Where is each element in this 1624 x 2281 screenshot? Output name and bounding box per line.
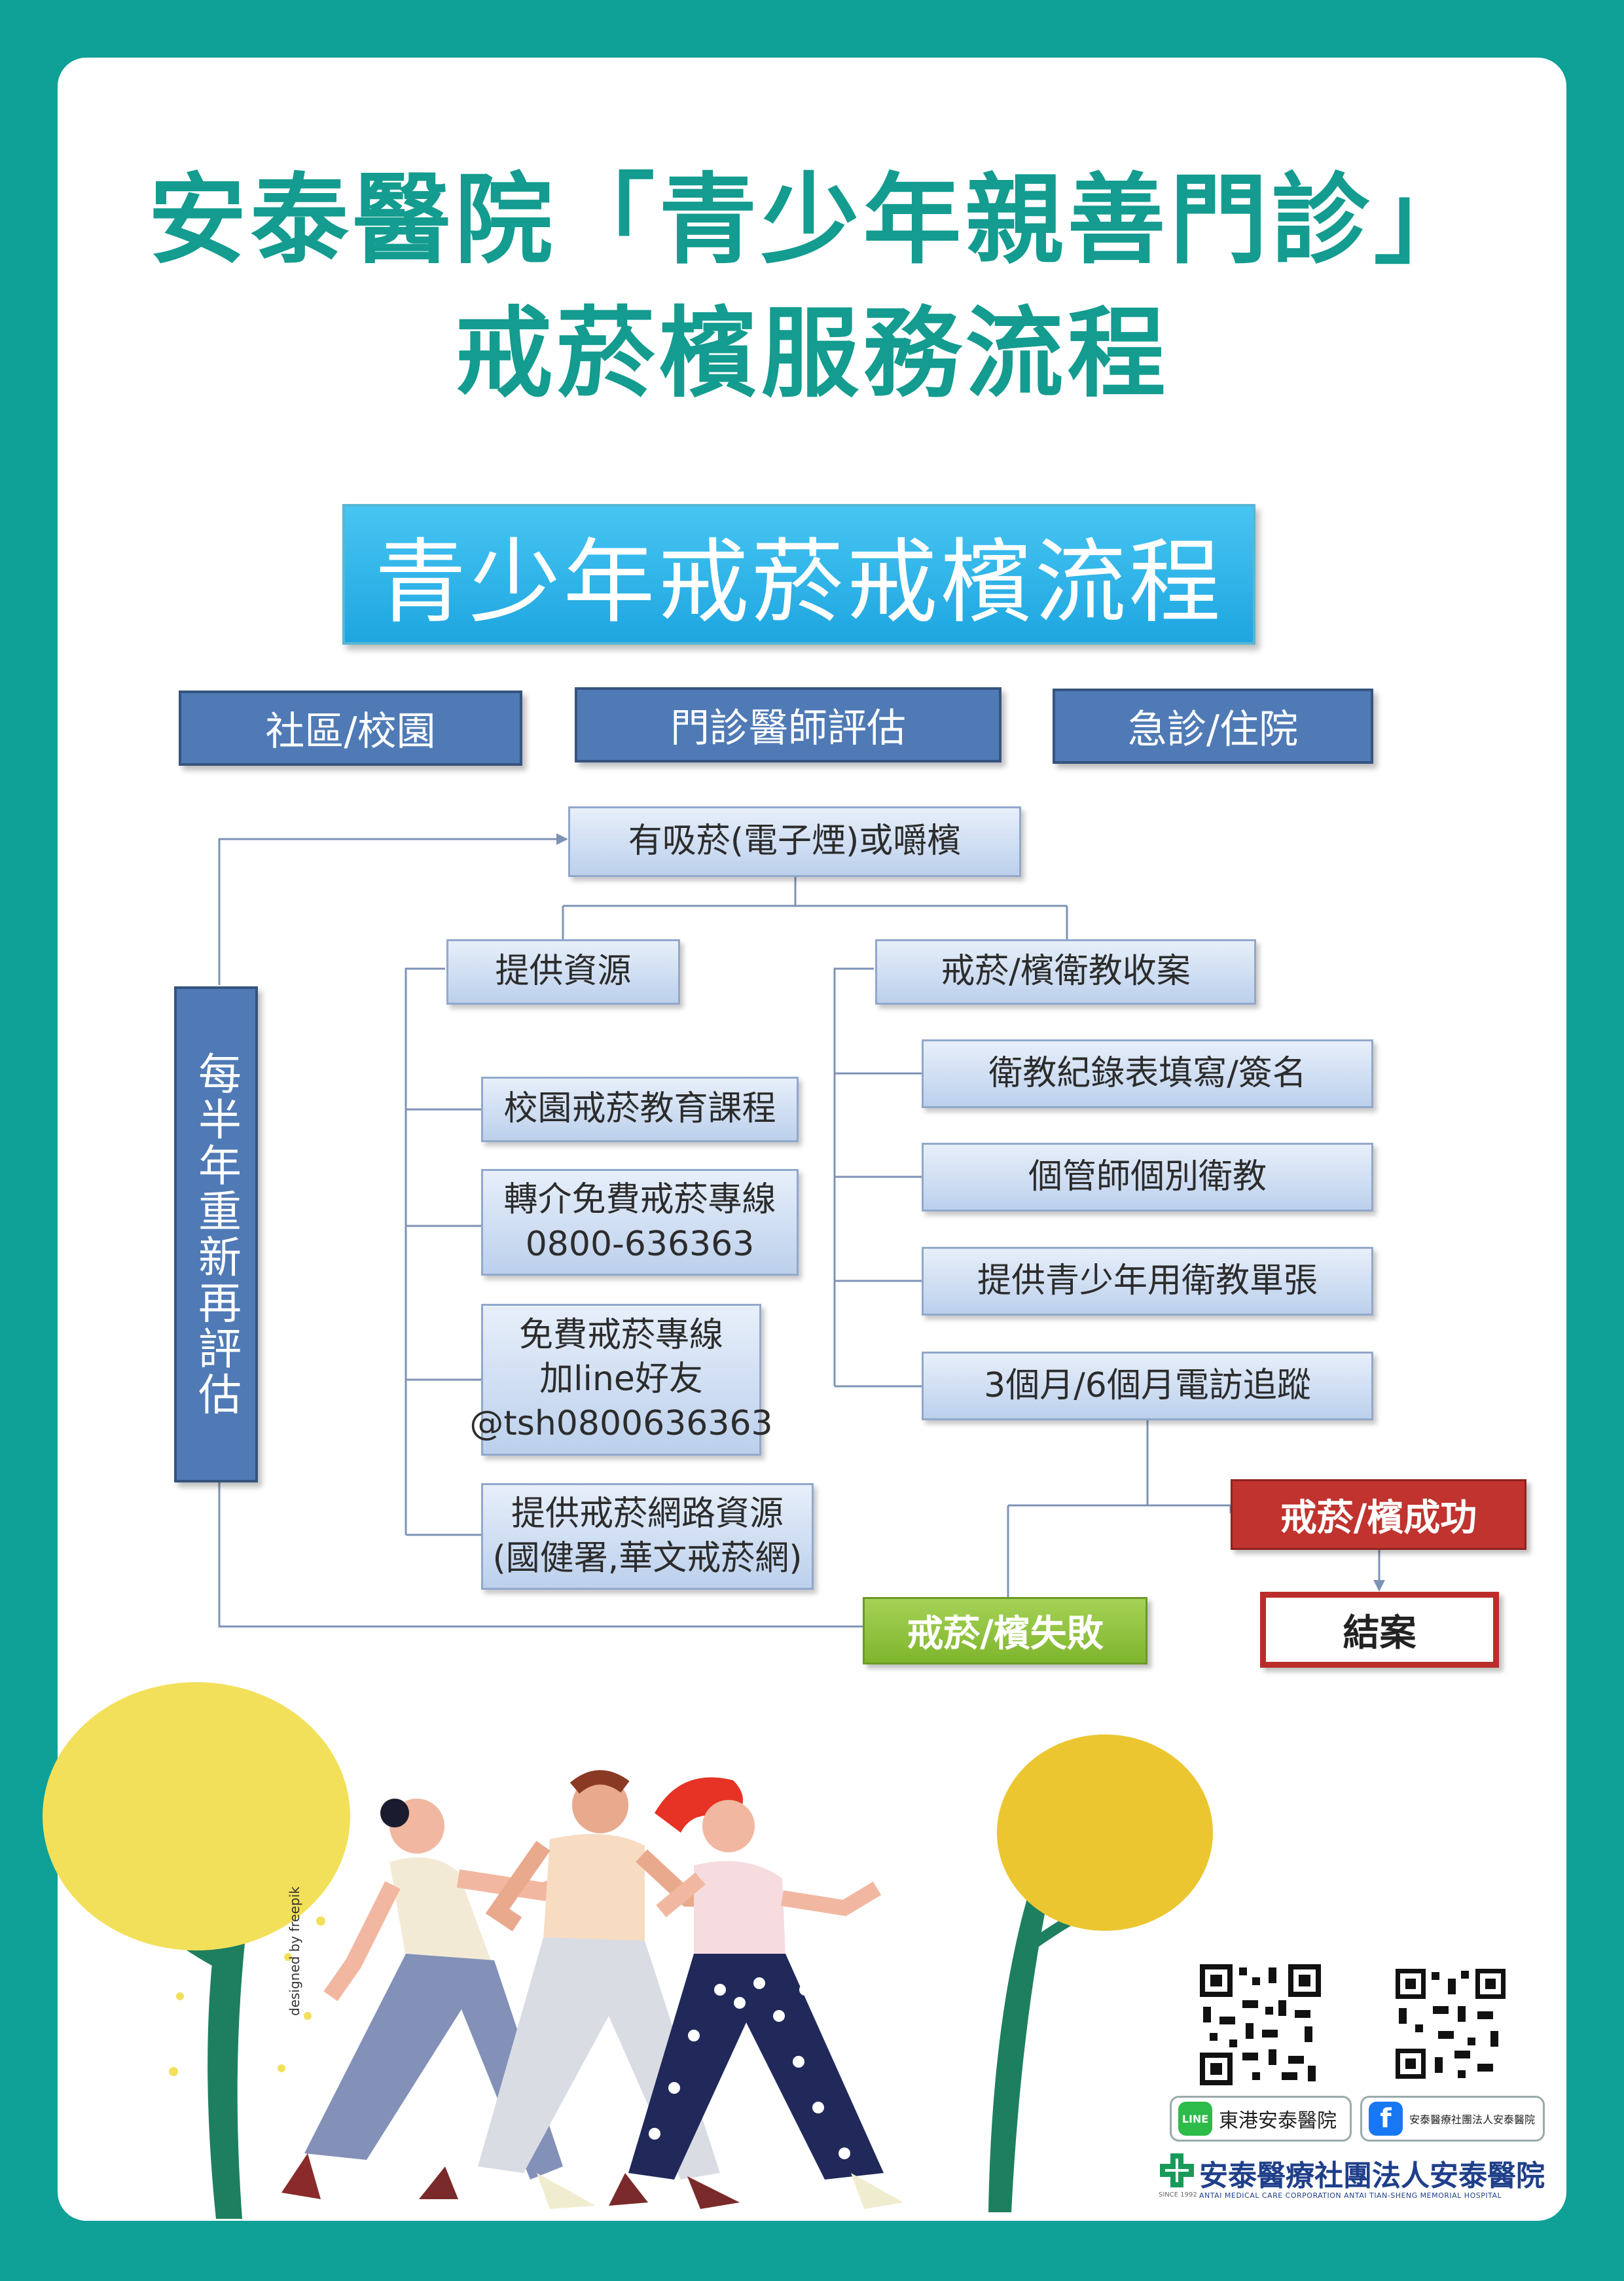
- resource-line-friend-line1: 免費戒菸專線: [518, 1315, 723, 1355]
- education-intake-node: 戒菸/檳衛教收案: [875, 939, 1256, 1005]
- line-badge[interactable]: LINE 東港安泰醫院: [1170, 2096, 1352, 2142]
- education-leaflet: 提供青少年用衛教單張: [922, 1247, 1373, 1316]
- qr-code-facebook: [1392, 1966, 1509, 2082]
- hospital-name: 安泰醫療社團法人安泰醫院: [1199, 2159, 1545, 2193]
- resource-online-line1: 提供戒菸網路資源: [511, 1494, 784, 1534]
- resource-quitline-line1: 轉介免費戒菸專線: [503, 1179, 776, 1219]
- hospital-cross-icon: [1160, 2153, 1194, 2187]
- resource-online: 提供戒菸網路資源 (國健署,華文戒菸網): [481, 1483, 814, 1590]
- resource-line-friend-line3: @tsh0800636363: [469, 1403, 773, 1443]
- start-node: 有吸菸(電子煙)或嚼檳: [568, 806, 1021, 877]
- source-emergency-inpatient: 急診/住院: [1053, 689, 1373, 764]
- resource-school-course-text: 校園戒菸教育課程: [503, 1089, 776, 1129]
- facebook-page-label: 安泰醫療社團法人安泰醫院: [1409, 2113, 1536, 2126]
- resource-quitline-referral: 轉介免費戒菸專線 0800-636363: [481, 1169, 799, 1276]
- success-node: 戒菸/檳成功: [1231, 1479, 1526, 1550]
- source-community-school: 社區/校園: [179, 691, 522, 766]
- reassess-node: 每半年重新再評估: [174, 986, 258, 1482]
- facebook-badge[interactable]: f 安泰醫療社團法人安泰醫院: [1360, 2096, 1545, 2142]
- walker-1: [281, 1799, 596, 2209]
- qr-code-line: [1197, 1961, 1324, 2089]
- education-case-manager: 個管師個別衛教: [922, 1143, 1373, 1212]
- poster-title-line2: 戒菸檳服務流程: [454, 297, 1170, 411]
- education-record-form: 衛教紀錄表填寫/簽名: [922, 1039, 1373, 1108]
- education-phone-followup: 3個月/6個月電訪追蹤: [922, 1352, 1373, 1420]
- failure-node: 戒菸/檳失敗: [863, 1597, 1147, 1664]
- resource-quitline-line-friend: 免費戒菸專線 加line好友 @tsh0800636363: [469, 1304, 773, 1456]
- hospital-logo-block: 安泰醫療社團法人安泰醫院 SINCE 1992 ANTAI MEDICAL CA…: [1159, 2152, 1551, 2211]
- right-tree: [988, 1734, 1213, 2212]
- provide-resources-node: 提供資源: [446, 939, 680, 1005]
- poster-title-line1: 安泰醫院「青少年親善門診」: [148, 164, 1476, 278]
- designer-credit: designed by freepik: [287, 1886, 302, 2016]
- left-tree: [43, 1682, 350, 2219]
- resource-line-friend-line2: 加line好友: [539, 1359, 703, 1399]
- source-clinic-assessment: 門診醫師評估: [575, 687, 1001, 763]
- facebook-icon: f: [1369, 2102, 1403, 2136]
- hospital-english-name: ANTAI MEDICAL CARE CORPORATION ANTAI TIA…: [1199, 2191, 1502, 2200]
- close-case-node: 結案: [1260, 1592, 1499, 1668]
- resource-quitline-line2: 0800-636363: [525, 1224, 755, 1264]
- line-account-label: 東港安泰醫院: [1219, 2110, 1337, 2132]
- resource-school-course: 校園戒菸教育課程: [481, 1077, 799, 1142]
- resource-online-line2: (國健署,華文戒菸網): [492, 1538, 803, 1578]
- hospital-since: SINCE 1992: [1159, 2191, 1197, 2199]
- walker-3: [609, 1777, 903, 2209]
- line-icon: LINE: [1178, 2102, 1212, 2136]
- flow-banner: 青少年戒菸戒檳流程: [342, 504, 1255, 645]
